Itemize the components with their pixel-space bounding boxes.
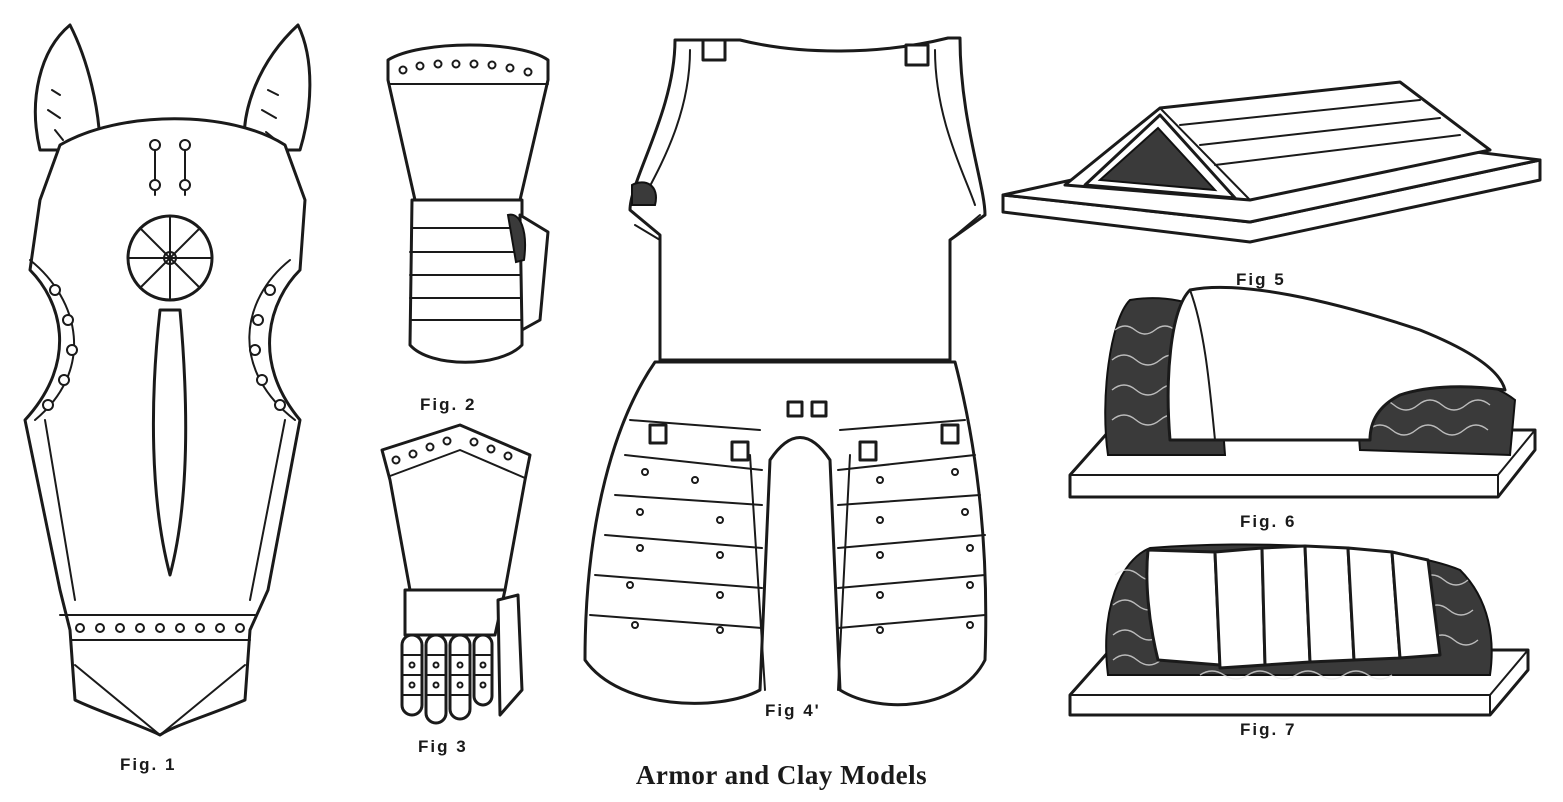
fig1-rivets bbox=[42, 139, 286, 633]
fig3-label: Fig 3 bbox=[418, 737, 468, 756]
fig3-gauntlet: Fig 3 bbox=[380, 423, 532, 756]
fig2-thumb-plate bbox=[518, 213, 550, 332]
fig1-left-ear bbox=[33, 23, 102, 152]
fig4-tassets bbox=[583, 360, 988, 707]
fig1-label: Fig. 1 bbox=[120, 755, 176, 774]
fig1-center-ridge bbox=[151, 308, 188, 577]
fig1-chanfron: Fig. 1 bbox=[23, 23, 312, 774]
fig2-gauntlet: Fig. 2 bbox=[386, 43, 550, 414]
fig2-label: Fig. 2 bbox=[420, 395, 476, 414]
fig1-right-ear bbox=[242, 23, 312, 152]
plate-caption: Armor and Clay Models bbox=[635, 760, 928, 790]
fig4-strap-buckle-right bbox=[904, 43, 930, 67]
fig7-label: Fig. 7 bbox=[1240, 720, 1296, 739]
fig3-cuff bbox=[380, 423, 532, 592]
fig6-label: Fig. 6 bbox=[1240, 512, 1296, 531]
fig1-rosette bbox=[126, 214, 214, 302]
fig4-label: Fig 4' bbox=[765, 701, 821, 720]
fig3-cuff-rivets bbox=[391, 436, 513, 465]
fig5-gable-model: Fig 5 bbox=[1001, 80, 1542, 289]
fig6-armor-sheet bbox=[1166, 285, 1507, 442]
fig5-label: Fig 5 bbox=[1236, 270, 1286, 289]
fig6-clay-model: Fig. 6 bbox=[1068, 285, 1537, 531]
fig3-thumb-plate bbox=[496, 593, 524, 717]
fig7-lames bbox=[1145, 544, 1442, 670]
fig2-cuff-rivets bbox=[398, 59, 533, 77]
fig4-buckles bbox=[648, 400, 960, 462]
fig4-rivets bbox=[626, 468, 974, 634]
fig4-breastplate bbox=[628, 36, 987, 362]
fig3-back-plate bbox=[403, 588, 507, 637]
fig4-strap-buckle-left bbox=[701, 38, 727, 62]
fig4-breastplate-tassets: Fig 4' bbox=[583, 36, 988, 720]
fig2-cuff bbox=[386, 43, 550, 202]
fig7-clay-model: Fig. 7 bbox=[1068, 543, 1530, 739]
fig2-lames bbox=[408, 198, 524, 364]
fig3-fingers bbox=[400, 633, 494, 725]
